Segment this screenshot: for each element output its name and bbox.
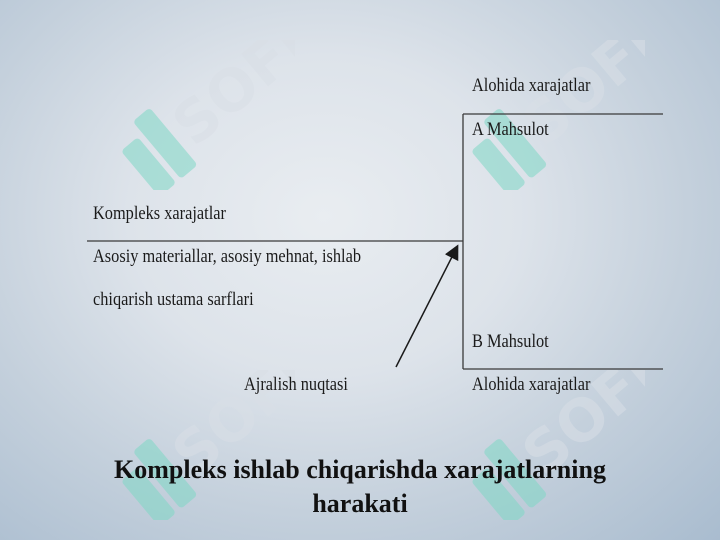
complex-detail-line2: chiqarish ustama sarflari [93, 289, 254, 310]
slide-title-line1: Kompleks ishlab chiqarishda xarajatlarni… [114, 455, 606, 484]
complex-costs-label: Kompleks xarajatlar [93, 203, 226, 224]
slide-title-line2: harakati [312, 489, 408, 518]
split-point-label: Ajralish nuqtasi [244, 374, 348, 395]
bottom-right-label: Alohida xarajatlar [472, 374, 591, 395]
split-point-arrow [395, 244, 459, 368]
product-b-label: B Mahsulot [472, 331, 549, 352]
product-a-label: A Mahsulot [472, 119, 549, 140]
slide-title: Kompleks ishlab chiqarishda xarajatlarni… [40, 453, 680, 521]
top-right-label: Alohida xarajatlar [472, 75, 591, 96]
complex-detail-line1: Asosiy materiallar, asosiy mehnat, ishla… [93, 246, 361, 267]
